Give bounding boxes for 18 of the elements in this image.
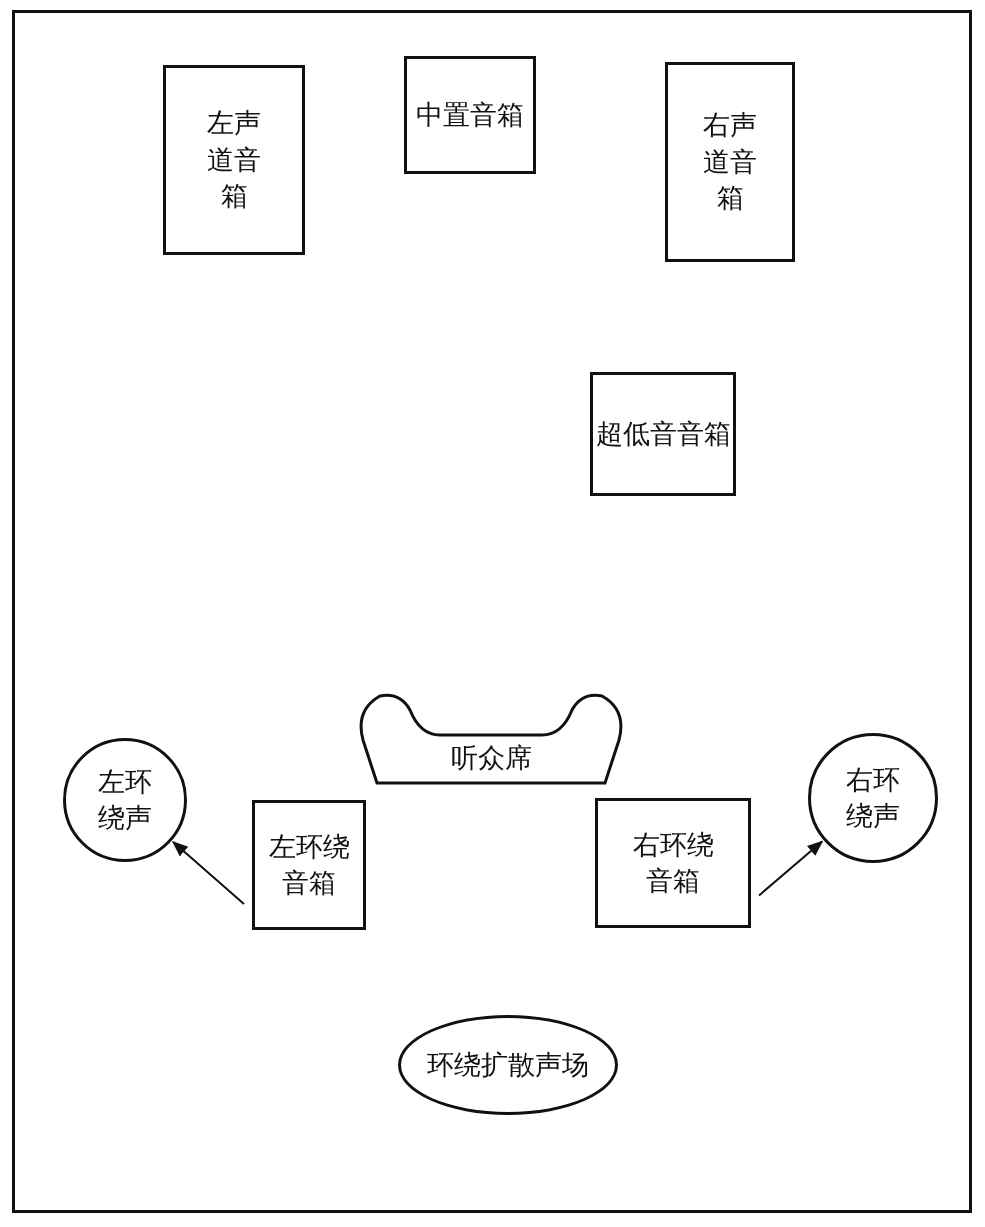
arrow	[758, 840, 824, 897]
shape-label: 左环绕声	[97, 764, 153, 835]
shape-label: 右环绕声	[845, 762, 901, 833]
shape-label: 听众席	[450, 740, 532, 775]
speaker-box	[590, 372, 736, 496]
shape-label: 左声道音箱	[206, 106, 262, 214]
shape-label: 中置音箱	[416, 97, 524, 132]
shape-label: 右声道音箱	[702, 108, 758, 216]
arrow	[172, 841, 245, 905]
shape-label: 超低音音箱	[595, 416, 731, 451]
speaker-box	[595, 798, 751, 928]
shape-label: 左环绕音箱	[267, 829, 351, 900]
shape-label: 右环绕音箱	[631, 827, 715, 898]
speaker-box	[665, 62, 795, 262]
speaker-box	[404, 56, 536, 174]
speaker-box	[163, 65, 305, 255]
shape-label: 环绕扩散声场	[427, 1047, 589, 1082]
speaker-box	[252, 800, 366, 930]
